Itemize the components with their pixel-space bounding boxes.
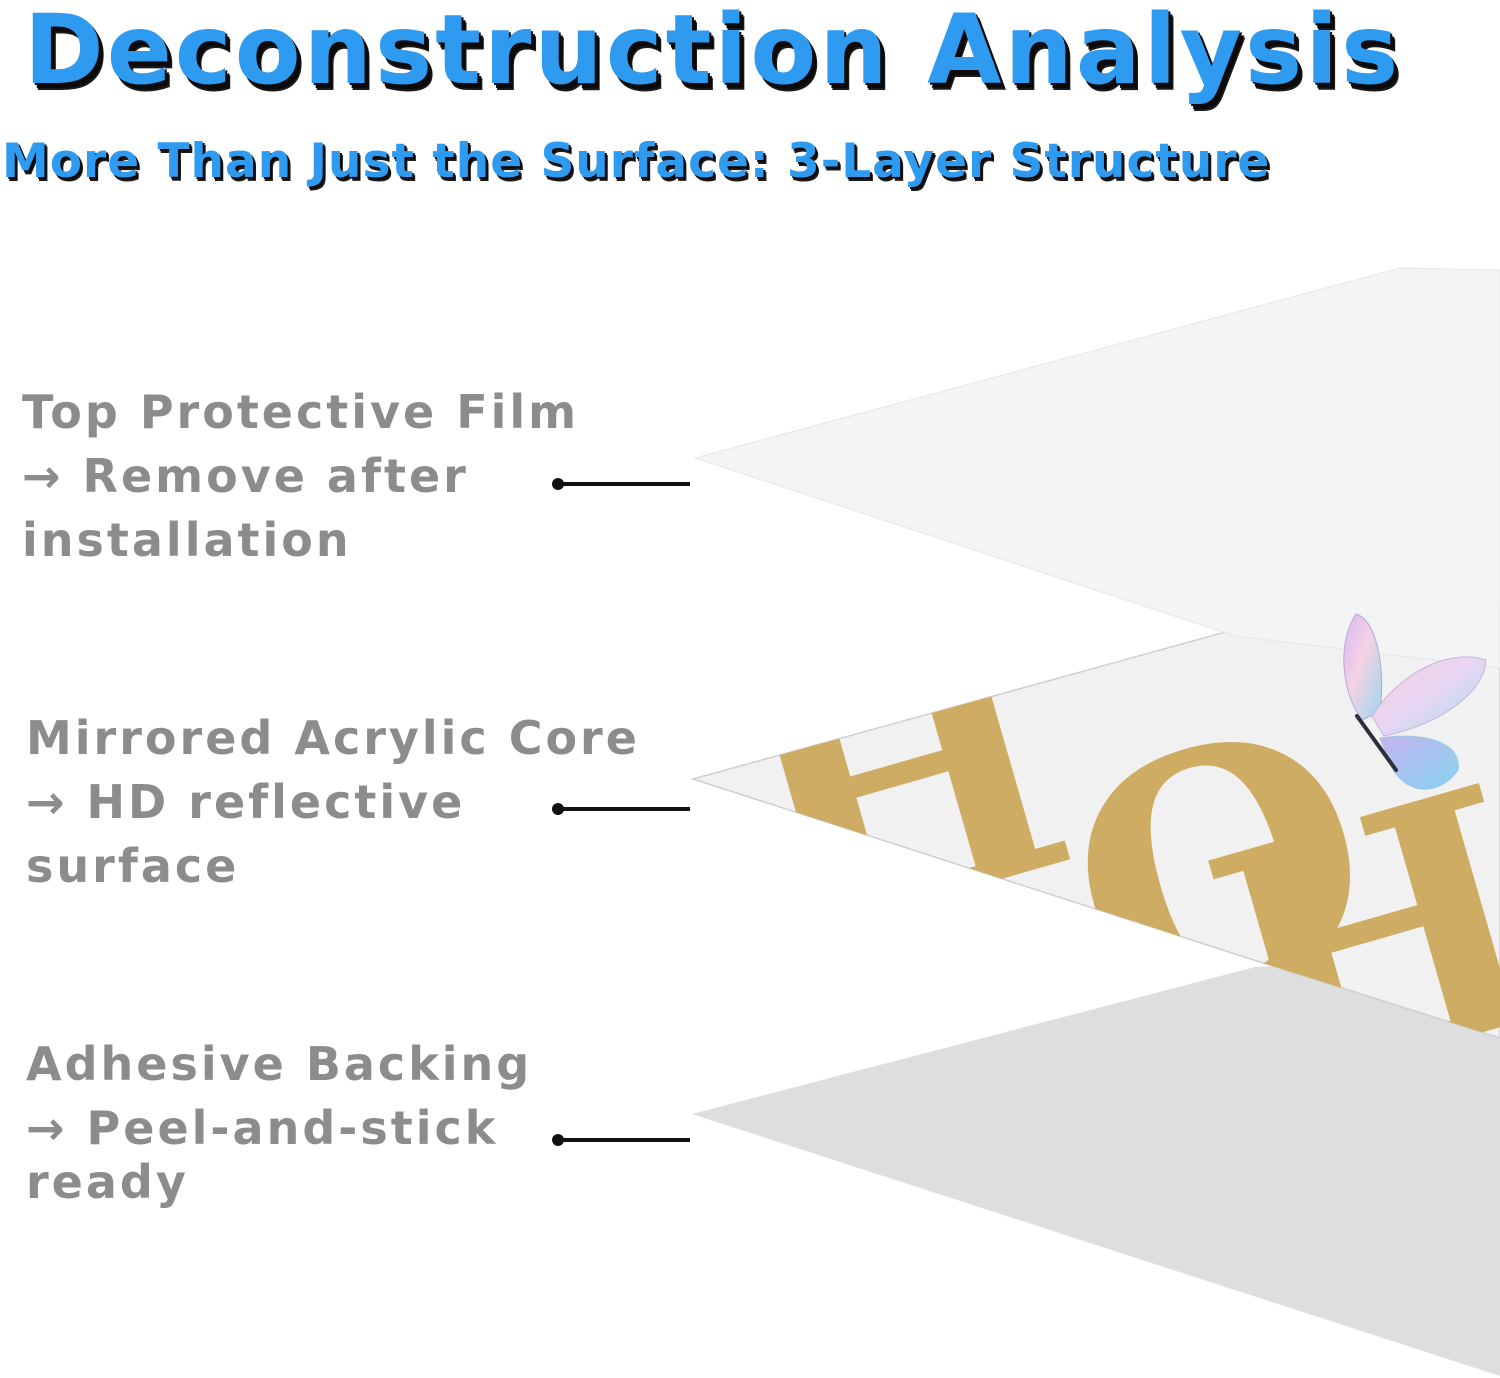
layer-name: Top Protective Film bbox=[22, 385, 580, 439]
layer-note: ready bbox=[26, 1155, 189, 1209]
layer-note: installation bbox=[22, 513, 352, 567]
adhesive-backing-sheet bbox=[692, 958, 1500, 1376]
top-protective-film-sheet bbox=[693, 267, 1500, 669]
leader-line-core bbox=[552, 803, 690, 815]
page-subtitle: More Than Just the Surface: 3-Layer Stru… bbox=[2, 134, 1271, 189]
layer-label-adhesive-backing: Adhesive Backing → Peel-and-stick ready bbox=[26, 1032, 532, 1214]
leader-line-backing bbox=[552, 1134, 690, 1146]
layer-name: Adhesive Backing bbox=[26, 1037, 533, 1091]
mirrored-acrylic-core-sheet bbox=[690, 603, 1500, 1039]
layer-note: surface bbox=[26, 839, 240, 893]
layer-note: → Peel-and-stick bbox=[26, 1101, 499, 1155]
layer-note: → Remove after bbox=[22, 449, 469, 503]
butterfly-icon bbox=[1343, 613, 1487, 790]
layer-note: → HD reflective bbox=[26, 775, 466, 829]
layer-name: Mirrored Acrylic Core bbox=[26, 711, 640, 765]
page-title: Deconstruction Analysis bbox=[24, 0, 1402, 106]
leader-line-top-film bbox=[552, 478, 690, 490]
layer-label-mirrored-acrylic-core: Mirrored Acrylic Core → HD reflective su… bbox=[26, 706, 640, 898]
layer-label-top-protective-film: Top Protective Film → Remove after insta… bbox=[22, 380, 579, 572]
